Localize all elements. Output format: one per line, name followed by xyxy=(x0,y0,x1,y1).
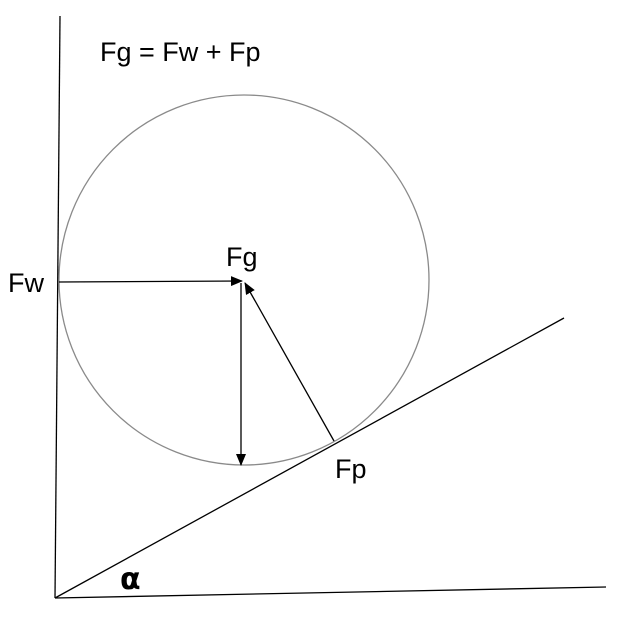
fp-label: Fp xyxy=(335,454,367,484)
fw-arrow xyxy=(58,276,243,287)
fp-arrow xyxy=(244,282,335,442)
fw-label: Fw xyxy=(8,268,44,298)
incline-line xyxy=(54,317,565,599)
equation-label: Fg = Fw + Fp xyxy=(100,37,261,67)
angle-alpha-label: α xyxy=(120,562,141,597)
wall-line xyxy=(54,15,61,599)
ground-line xyxy=(54,586,607,599)
fg-label: Fg xyxy=(226,242,258,272)
ball-circle xyxy=(58,94,430,466)
